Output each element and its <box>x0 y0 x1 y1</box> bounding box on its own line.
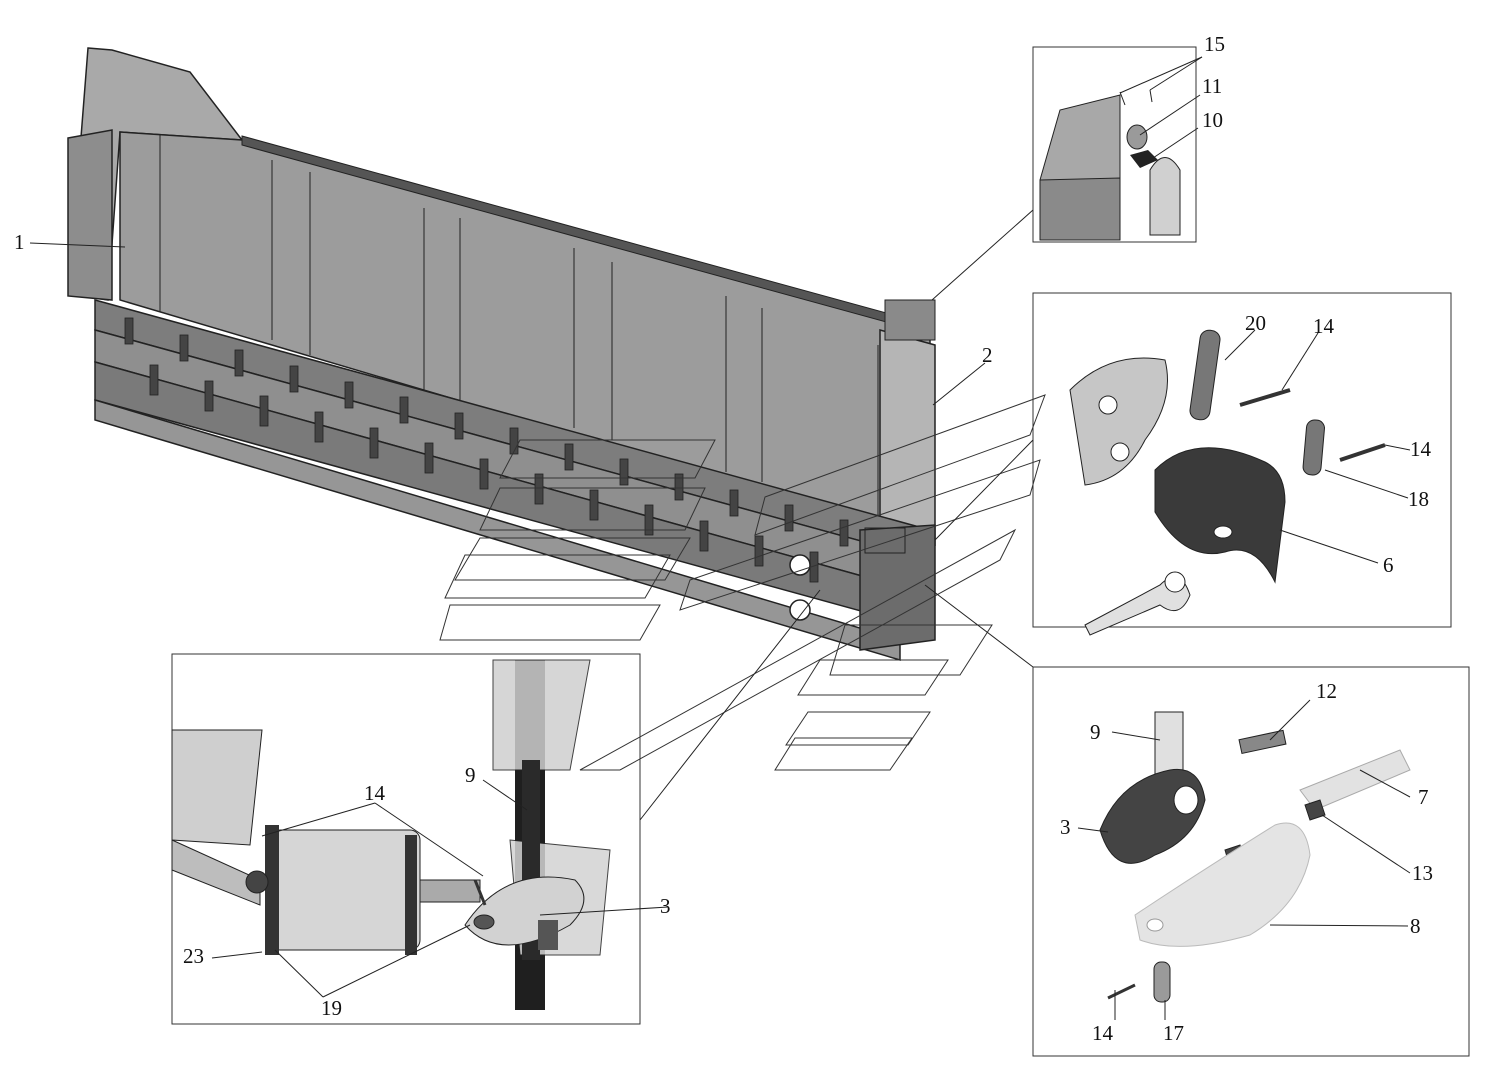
callout-14-c: 14 <box>1092 1021 1114 1045</box>
callout-23: 23 <box>183 944 204 968</box>
callout-19: 19 <box>321 996 342 1020</box>
callout-14-a: 14 <box>1313 314 1335 338</box>
callout-13: 13 <box>1412 861 1433 885</box>
callout-18: 18 <box>1408 487 1429 511</box>
callout-labels: 1 2 15 11 10 20 14 14 18 6 12 9 7 3 13 8… <box>14 32 1433 1045</box>
callout-8: 8 <box>1410 914 1421 938</box>
callout-9-left: 9 <box>465 763 476 787</box>
detail-box-lock <box>1032 46 1197 243</box>
callout-2: 2 <box>982 343 993 367</box>
callout-15: 15 <box>1204 32 1225 56</box>
callout-7: 7 <box>1418 785 1429 809</box>
callout-3-left: 3 <box>660 894 671 918</box>
callout-9-right: 9 <box>1090 720 1101 744</box>
callout-6: 6 <box>1383 553 1394 577</box>
leader-lines <box>29 56 1411 1020</box>
callout-20: 20 <box>1245 311 1266 335</box>
ghost-outlines <box>439 394 1046 771</box>
callout-14-b: 14 <box>1410 437 1432 461</box>
callout-12: 12 <box>1316 679 1337 703</box>
callout-14-d: 14 <box>364 781 386 805</box>
detail-box-cylinder <box>171 653 641 1025</box>
callout-1: 1 <box>14 230 25 254</box>
callout-11: 11 <box>1202 74 1222 98</box>
dump-body <box>67 47 936 662</box>
callout-3-right: 3 <box>1060 815 1071 839</box>
callout-10: 10 <box>1202 108 1223 132</box>
detail-box-linkage <box>1032 666 1470 1057</box>
callout-17: 17 <box>1163 1021 1184 1045</box>
detail-box-hinge <box>1032 292 1452 636</box>
